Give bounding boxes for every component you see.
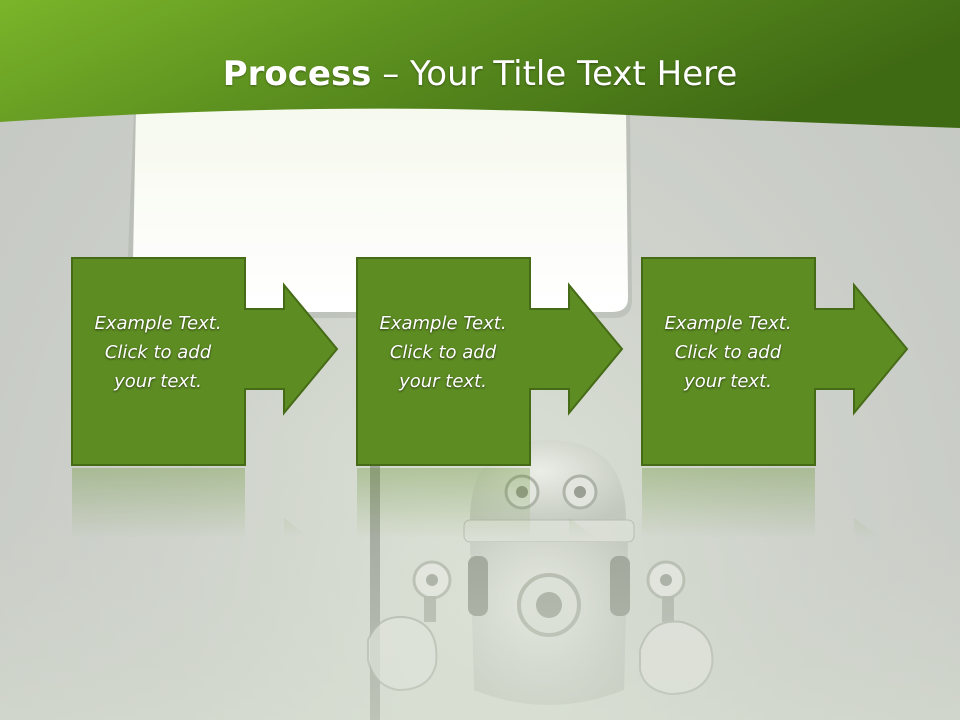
step-text-line3: your text.	[114, 371, 202, 392]
step-box-shape	[356, 257, 624, 466]
slide-title[interactable]: Process – Your Title Text Here	[0, 52, 960, 96]
step-reflection	[642, 468, 881, 538]
process-step-3[interactable]: Example Text. Click to add your text.	[641, 257, 909, 467]
step-reflection	[72, 468, 311, 538]
title-bold-part: Process	[222, 54, 372, 94]
step-text-line2: Click to add	[389, 342, 497, 363]
header-banner	[0, 0, 960, 128]
step-text-line3: your text.	[684, 371, 772, 392]
step-box-shape	[71, 257, 339, 466]
step-text-line1: Example Text.	[94, 313, 222, 334]
step-text-line2: Click to add	[674, 342, 782, 363]
step-text-line1: Example Text.	[379, 313, 507, 334]
step-reflection	[357, 468, 596, 538]
step-box-shape	[641, 257, 909, 466]
step-text[interactable]: Example Text. Click to add your text.	[71, 309, 245, 396]
step-text-line1: Example Text.	[664, 313, 792, 334]
title-rest-part: – Your Title Text Here	[371, 54, 738, 94]
process-step-2[interactable]: Example Text. Click to add your text.	[356, 257, 624, 467]
process-step-1[interactable]: Example Text. Click to add your text.	[71, 257, 339, 467]
step-text-line3: your text.	[399, 371, 487, 392]
step-text[interactable]: Example Text. Click to add your text.	[356, 309, 530, 396]
step-text-line2: Click to add	[104, 342, 212, 363]
step-text[interactable]: Example Text. Click to add your text.	[641, 309, 815, 396]
